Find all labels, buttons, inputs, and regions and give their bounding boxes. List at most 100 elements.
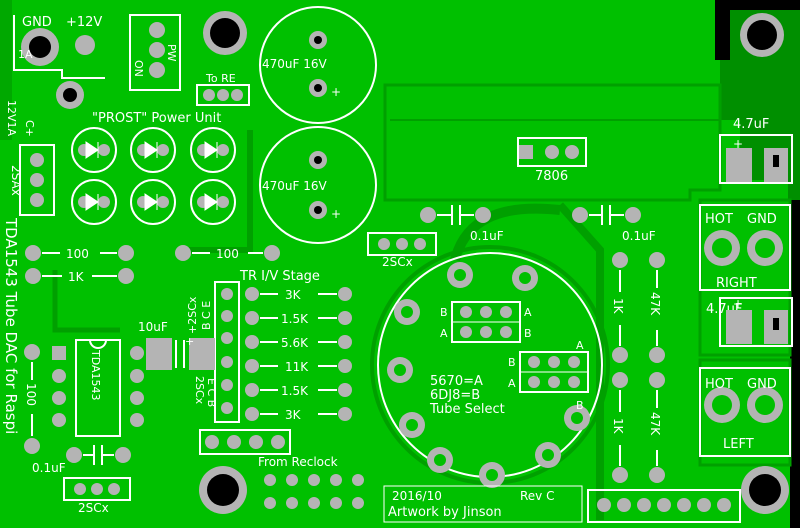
header-pin: [231, 89, 243, 101]
label-tr-r3: 5.6K: [281, 336, 309, 350]
svg-text:+: +: [331, 85, 341, 99]
label-jumper-b2: B: [524, 327, 532, 340]
label-2scx-bottom: 2SCx: [78, 501, 109, 515]
transistor-pin: [396, 238, 408, 250]
label-cap-470uf-top: 470uF 16V: [262, 57, 327, 71]
cap-pad: [66, 447, 82, 463]
label-r-1k: 1K: [68, 270, 85, 284]
trace: [185, 130, 253, 253]
silk-outline: [13, 15, 105, 79]
tube-socket: [377, 252, 603, 488]
cap-pad-square: [726, 148, 752, 182]
label-1a: 1A: [18, 48, 33, 61]
label-2sax: 2SAx: [9, 165, 23, 196]
label-dac-title: TDA1543 Tube DAC for Raspi: [2, 217, 20, 434]
power-jack-pad: [75, 35, 95, 55]
regulator-zone: [383, 83, 722, 202]
label-right-hot: HOT: [705, 212, 733, 227]
label-tr-stage: TR I/V Stage: [239, 269, 320, 284]
label-pcx: +2SCx: [186, 296, 199, 334]
label-rev: Rev C: [520, 489, 554, 503]
label-tube-5670: 5670=A: [430, 374, 483, 389]
ic-pins: [52, 346, 144, 427]
label-date: 2016/10: [392, 489, 442, 503]
label-to-re: To RE: [205, 72, 236, 85]
label-cap-10uf: 10uF: [138, 320, 168, 334]
tr-stage-resistors: [221, 287, 352, 421]
label-cap-0.1uf-left: 0.1uF: [32, 461, 66, 475]
label-right-gnd: GND: [747, 212, 777, 227]
rca-right: [699, 204, 791, 291]
board-cutout-top-right: [715, 0, 800, 60]
label-tube-select: Tube Select: [429, 402, 505, 417]
label-from-reclock: From Reclock: [258, 455, 338, 469]
mounting-hole-bottom-left: [199, 466, 247, 514]
led-array: [71, 127, 236, 225]
label-pw: PW: [165, 44, 178, 62]
label-2scx-mid: 2SCx: [382, 255, 413, 269]
cap-10uf-pad-a: [146, 338, 172, 370]
capacitor-470uf-bottom: +: [259, 126, 377, 244]
label-7806: 7806: [535, 169, 568, 184]
label-artwork: Artwork by Jinson: [388, 505, 502, 520]
transistor-2sax-outline: [19, 144, 55, 216]
capacitor-4.7uf-top: [719, 134, 793, 184]
right-output-zone: [698, 198, 792, 357]
label-jumper-b1: B: [440, 306, 448, 319]
label-right: RIGHT: [716, 276, 757, 291]
resistor-100-a: [25, 245, 134, 261]
resistor-1k: [25, 268, 134, 284]
label-power-unit-title: "PROST" Power Unit: [92, 111, 221, 126]
label-tube-6dj8: 6DJ8=B: [430, 388, 480, 403]
reclock-header: [264, 474, 364, 509]
label-c-plus: C+: [23, 120, 36, 137]
cap-pad-square: [726, 310, 752, 344]
label-tr-r5: 1.5K: [281, 384, 309, 398]
header-pin: [217, 89, 229, 101]
resistor-1k-top: [612, 252, 628, 363]
label-cap-0.1uf-a: 0.1uF: [470, 229, 504, 243]
footer-frame: [383, 485, 583, 523]
cap-plus-sign: +: [185, 335, 194, 348]
mounting-hole-bottom-right: [741, 466, 789, 514]
switch-pin: [149, 62, 165, 78]
label-bce: B C E: [200, 301, 213, 330]
label-jumper-a2: A: [524, 306, 532, 319]
resistor-47k-bottom: [649, 372, 665, 483]
label-left: LEFT: [723, 437, 754, 452]
to-re-header: [196, 84, 250, 106]
resistor-47k-top: [649, 252, 665, 363]
transistor-pin: [414, 238, 426, 250]
left-edge-strip: [0, 0, 12, 140]
bottom-header-outline: [587, 489, 741, 523]
cap-10uf-pad-b: [189, 338, 215, 370]
label-jumper-a1: A: [440, 327, 448, 340]
label-jumper-b3: B: [508, 356, 516, 369]
ic-tda1543-outline: [75, 339, 121, 437]
label-tr-r4: 11K: [285, 360, 309, 374]
transistor-pin: [30, 173, 44, 187]
cap-pad-hole: [773, 318, 779, 330]
transistor-pin: [30, 153, 44, 167]
label-r-100-c: 100: [24, 383, 38, 406]
label-cap-0.1uf-b: 0.1uF: [622, 229, 656, 243]
mounting-hole-top-left: [21, 28, 59, 66]
power-jack-pad: [56, 81, 84, 109]
label-on: ON: [132, 60, 145, 77]
regulator-pin: [545, 145, 559, 159]
switch-pin: [149, 42, 165, 58]
label-cap-470uf-bottom: 470uF 16V: [262, 179, 327, 193]
resistor-100-b: [175, 245, 280, 261]
label-cap-4.7uf-top: 4.7uF: [733, 117, 769, 132]
capacitor-0.1uf-b: [572, 205, 641, 225]
switch-outline: [129, 14, 181, 91]
mounting-hole-top-mid: [203, 11, 247, 55]
cap-pad: [115, 447, 131, 463]
label-r-100-a: 100: [66, 247, 89, 261]
resistor-pad: [24, 344, 40, 360]
label-12v: +12V: [66, 15, 102, 30]
transistor-2scx-bottom-outline: [63, 477, 131, 501]
capacitor-470uf-top: +: [259, 6, 377, 124]
cap-plus-sign: +: [733, 297, 743, 311]
